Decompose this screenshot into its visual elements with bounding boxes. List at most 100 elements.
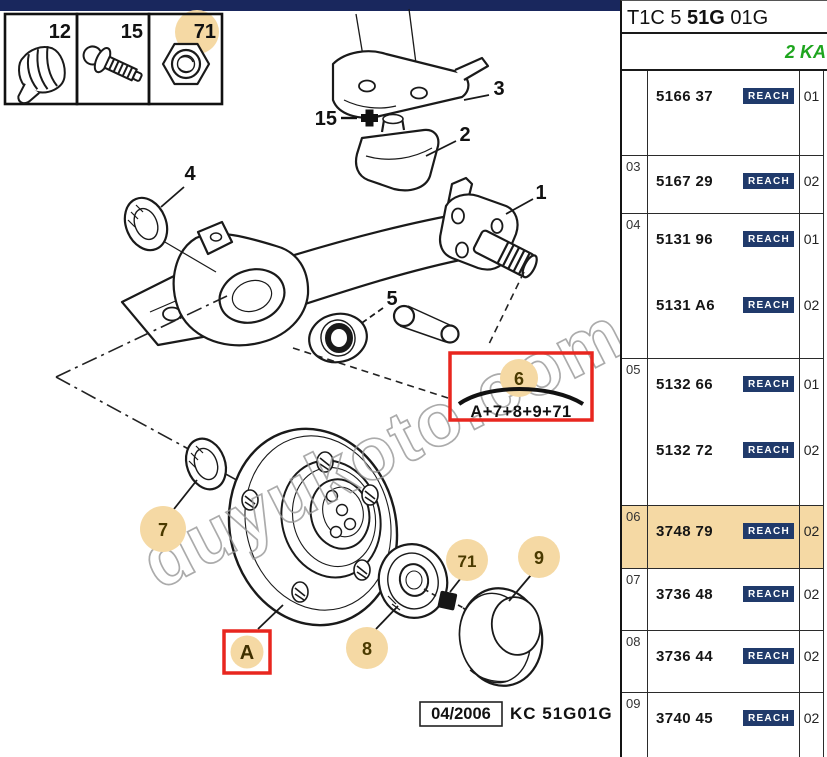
thumb-labels: 12 15 71: [49, 21, 216, 43]
reach-badge[interactable]: REACH: [742, 173, 794, 189]
part-qty: 02: [803, 648, 820, 664]
reach-badge[interactable]: REACH: [742, 710, 794, 726]
title-prefix: T1C 5: [627, 7, 688, 29]
part-number: 5166 37: [656, 87, 714, 105]
bolt-15-marker: 15: [315, 108, 378, 130]
callout-8: 8: [362, 639, 372, 659]
callout-7-circle[interactable]: [140, 506, 186, 552]
parts-table: 5166 37 REACH 01 03 5167 29 REACH 02 04: [622, 71, 824, 757]
table-row: 07 3736 48 REACH 02: [622, 569, 823, 631]
pivot-seal-part: [123, 196, 217, 273]
part-entry-513266[interactable]: 5132 66 REACH: [656, 373, 794, 395]
footer-code: KC 51G01G: [510, 704, 613, 723]
row-index: 03: [622, 156, 648, 213]
group-brace: [457, 387, 585, 406]
part-entry-374879[interactable]: 3748 79 REACH: [656, 520, 794, 542]
callout-1[interactable]: 1: [535, 182, 546, 204]
part-number: 5131 A6: [656, 296, 715, 314]
reach-badge[interactable]: REACH: [742, 297, 794, 313]
thumbnail-boxes: [3, 12, 224, 106]
callout-3[interactable]: 3: [493, 78, 504, 100]
callout-9-circle[interactable]: [518, 536, 560, 578]
part-number: 5132 72: [656, 441, 714, 459]
callout-15[interactable]: 15: [315, 108, 337, 130]
row-index: 05: [622, 359, 648, 505]
part-number: 5131 96: [656, 230, 714, 248]
callout-4[interactable]: 4: [184, 163, 196, 185]
nut-thumb-icon: [161, 42, 211, 86]
bracket-plate-part: [331, 8, 490, 119]
part-qty: 02: [803, 442, 820, 458]
table-row: 5166 37 REACH 01: [622, 71, 823, 156]
assembly-leader-dashes: [292, 271, 525, 399]
callout-7: 7: [158, 520, 168, 540]
part-entry-5131A6[interactable]: 5131 A6 REACH: [656, 294, 794, 316]
title-bold: 51G: [687, 7, 725, 29]
parts-list-panel: T1C 5 51G 01G 2 KA 5166 37 REACH 01 03 5…: [620, 0, 827, 757]
row-index: [622, 71, 648, 155]
part-qty: 02: [803, 523, 820, 539]
part-entry-373644[interactable]: 3736 44 REACH: [656, 645, 794, 667]
part-qty: 02: [803, 297, 820, 313]
hub-bolt-holes: [241, 451, 379, 603]
title-suffix: 01G: [724, 7, 769, 29]
thumb-label-15: 15: [121, 21, 143, 43]
table-row: 04 5131 96 REACH 5131 A6 REACH 01 02: [622, 214, 823, 359]
rubber-mount-part: [354, 113, 440, 192]
thumb-label-12: 12: [49, 21, 71, 43]
callout-6: 6: [514, 369, 524, 389]
part-qty: 01: [803, 376, 820, 392]
hub-seal-part: [184, 437, 228, 491]
dust-cap-part: [458, 587, 544, 687]
part-entry-516729[interactable]: 5167 29 REACH: [656, 170, 794, 192]
bearing-part: [377, 543, 449, 619]
reach-badge[interactable]: REACH: [742, 376, 794, 392]
trailing-arm-part: [120, 176, 538, 347]
reach-badge[interactable]: REACH: [742, 442, 794, 458]
row-index: 08: [622, 631, 648, 692]
part-entry-373648[interactable]: 3736 48 REACH: [656, 583, 794, 605]
variant-note: 2 KA: [622, 34, 827, 71]
table-row: 09 3740 45 REACH 02: [622, 693, 823, 757]
part-entry-374045[interactable]: 3740 45 REACH: [656, 707, 794, 729]
reach-badge[interactable]: REACH: [742, 231, 794, 247]
part-entry-513272[interactable]: 5132 72 REACH: [656, 439, 794, 461]
callout-71-circle[interactable]: [446, 539, 488, 581]
reach-badge[interactable]: REACH: [742, 648, 794, 664]
row-index: 06: [622, 506, 648, 568]
callout-8-circle[interactable]: [346, 627, 388, 669]
row-index: 04: [622, 214, 648, 358]
part-qty: 02: [803, 586, 820, 602]
bushing-part: [308, 312, 368, 364]
table-row: 05 5132 66 REACH 5132 72 REACH 01 02: [622, 359, 823, 506]
selected-group-6[interactable]: 6 A+7+8+9+71: [448, 351, 594, 422]
part-qty: 01: [803, 88, 820, 104]
bolt-thumb-icon: [82, 45, 143, 82]
row-index: 09: [622, 693, 648, 757]
reach-badge[interactable]: REACH: [742, 523, 794, 539]
thumb-box-71[interactable]: [147, 12, 224, 106]
selected-callout-A[interactable]: A: [222, 629, 272, 675]
reach-badge[interactable]: REACH: [742, 586, 794, 602]
thumb-label-71: 71: [194, 21, 216, 43]
group-formula: A+7+8+9+71: [470, 403, 571, 421]
callout-2[interactable]: 2: [459, 124, 470, 146]
table-row-selected: 06 3748 79 REACH 02: [622, 506, 823, 569]
callout-5[interactable]: 5: [386, 288, 397, 310]
footer-date: 04/2006: [431, 705, 491, 723]
callout-71: 71: [458, 552, 477, 571]
part-number: 3748 79: [656, 522, 714, 540]
plain-callouts: 1 2 3 4 5: [184, 78, 546, 310]
buffer-thumb-icon: [17, 46, 66, 105]
callout-A: A: [240, 642, 254, 664]
table-row: 03 5167 29 REACH 02: [622, 156, 823, 214]
table-row: 08 3736 44 REACH 02: [622, 631, 823, 693]
reach-badge[interactable]: REACH: [742, 88, 794, 104]
part-entry-513196[interactable]: 5131 96 REACH: [656, 228, 794, 250]
top-navy-bar: [0, 0, 620, 11]
hub-part: [227, 427, 399, 627]
highlight-callouts: 7 8 71 9: [140, 506, 560, 669]
callout-9: 9: [534, 548, 544, 568]
part-entry-516637[interactable]: 5166 37 REACH: [656, 85, 794, 107]
